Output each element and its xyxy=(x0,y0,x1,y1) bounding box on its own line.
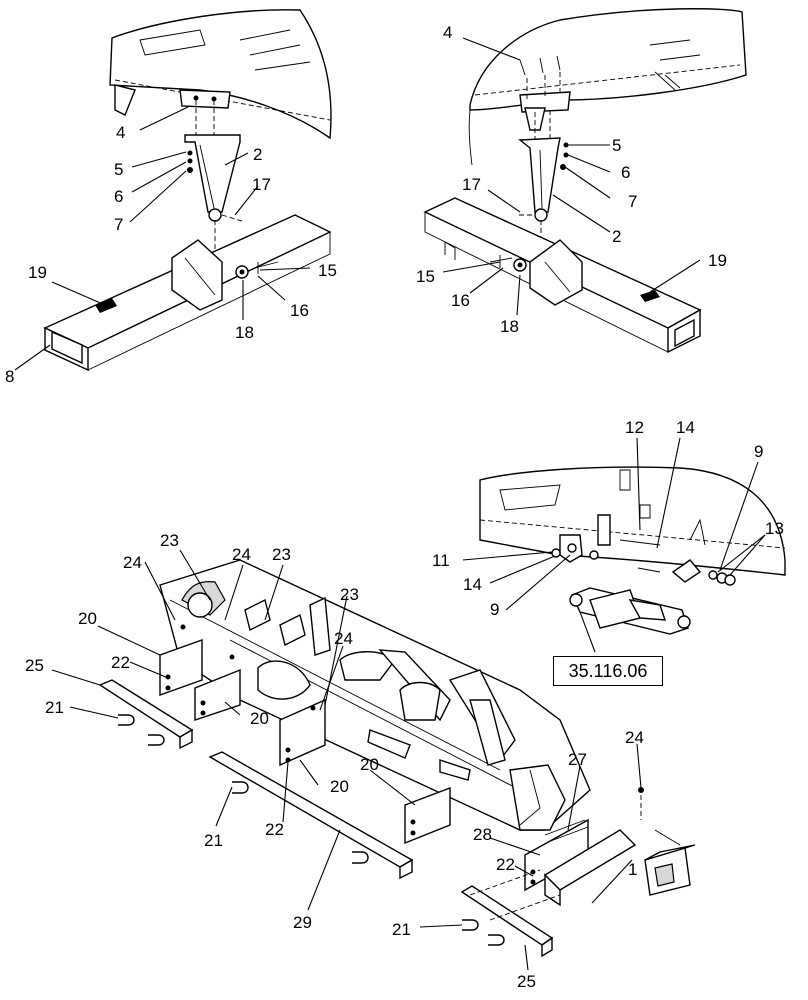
callout-24: 24 xyxy=(334,629,353,648)
callout-9: 9 xyxy=(490,600,499,619)
callout-24: 24 xyxy=(232,545,251,564)
callout-12: 12 xyxy=(625,418,644,437)
callout-20: 20 xyxy=(330,777,349,796)
callout-7: 7 xyxy=(628,192,637,211)
callout-14: 14 xyxy=(463,575,482,594)
callout-17: 17 xyxy=(462,175,481,194)
callout-23: 23 xyxy=(160,531,179,550)
callout-22: 22 xyxy=(496,855,515,874)
callout-4: 4 xyxy=(116,123,125,142)
callout-25: 25 xyxy=(517,972,536,991)
callout-15: 15 xyxy=(416,267,435,286)
callout-21: 21 xyxy=(392,920,411,939)
callout-20: 20 xyxy=(250,709,269,728)
callout-20: 20 xyxy=(360,755,379,774)
callout-24: 24 xyxy=(625,728,644,747)
bottom-assembly xyxy=(98,559,696,958)
callout-20: 20 xyxy=(78,609,97,628)
callout-15: 15 xyxy=(318,261,337,280)
callout-28: 28 xyxy=(473,825,492,844)
callout-11: 11 xyxy=(432,551,450,570)
callout-23: 23 xyxy=(340,585,359,604)
leader-lines xyxy=(14,37,766,971)
callout-numbers: 4 5 6 7 2 17 19 8 15 16 18 4 5 6 7 2 17 … xyxy=(5,23,784,991)
callout-18: 18 xyxy=(500,317,519,336)
callout-8: 8 xyxy=(5,367,14,386)
reference-label: 35.116.06 xyxy=(553,656,663,686)
callout-14: 14 xyxy=(676,418,695,437)
callout-22: 22 xyxy=(111,653,130,672)
middle-right-assembly xyxy=(479,466,786,635)
callout-22: 22 xyxy=(265,820,284,839)
callout-21: 21 xyxy=(204,831,223,850)
callout-2: 2 xyxy=(612,227,621,246)
callout-24: 24 xyxy=(123,553,142,572)
callout-4: 4 xyxy=(443,23,452,42)
callout-19: 19 xyxy=(708,251,727,270)
top-left-assembly xyxy=(43,9,332,372)
callout-23: 23 xyxy=(272,545,291,564)
callout-21: 21 xyxy=(45,698,64,717)
callout-13: 13 xyxy=(765,519,784,538)
callout-5: 5 xyxy=(114,160,123,179)
callout-17: 17 xyxy=(252,175,271,194)
callout-5: 5 xyxy=(612,136,621,155)
callout-16: 16 xyxy=(451,291,470,310)
callout-2: 2 xyxy=(253,145,262,164)
callout-1: 1 xyxy=(628,860,637,879)
callout-25: 25 xyxy=(25,656,44,675)
top-right-assembly xyxy=(423,8,747,354)
callout-7: 7 xyxy=(114,215,123,234)
callout-18: 18 xyxy=(235,323,254,342)
callout-19: 19 xyxy=(28,263,47,282)
callout-6: 6 xyxy=(114,187,123,206)
callout-29: 29 xyxy=(293,913,312,932)
callout-9: 9 xyxy=(754,442,763,461)
callout-6: 6 xyxy=(621,163,630,182)
callout-16: 16 xyxy=(290,301,309,320)
callout-27: 27 xyxy=(568,750,587,769)
